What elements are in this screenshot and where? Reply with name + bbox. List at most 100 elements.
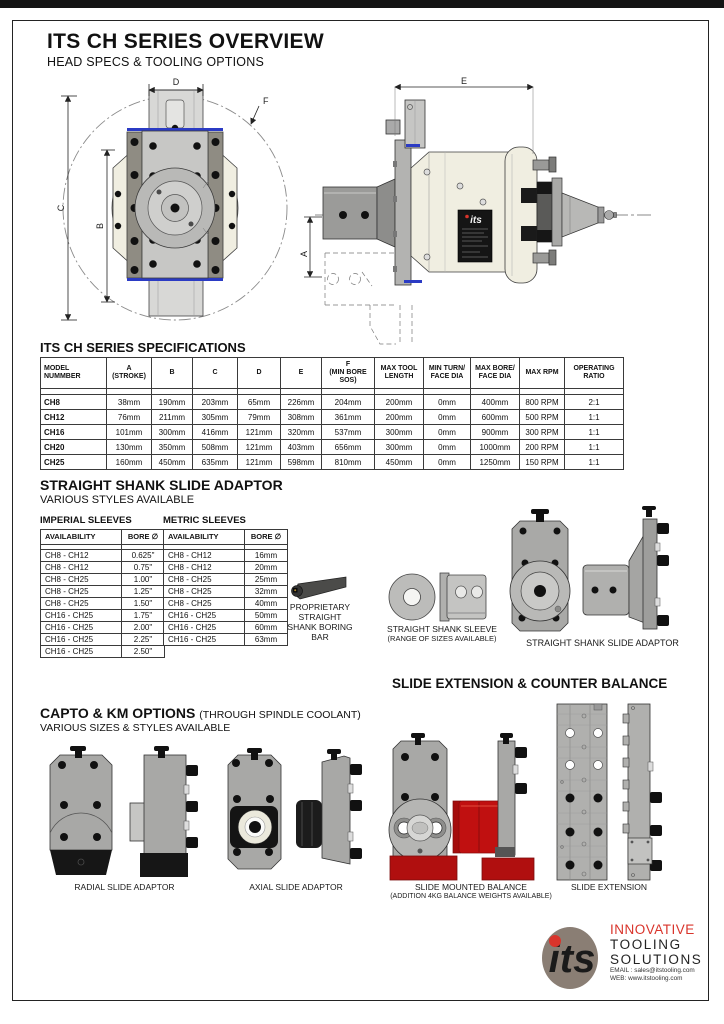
table-cell: CH16 - CH25: [40, 645, 122, 658]
slide-extension-heading: SLIDE EXTENSION & COUNTER BALANCE: [392, 676, 668, 691]
table-cell: CH8 - CH25: [163, 597, 245, 610]
capto-heading-note: (THROUGH SPINDLE COOLANT): [199, 709, 361, 721]
table-cell: 656mm: [321, 439, 375, 455]
dimension-d: [148, 84, 204, 96]
straight-shank-adaptor-caption: STRAIGHT SHANK SLIDE ADAPTOR: [526, 638, 679, 648]
slide-extension-image: [556, 703, 662, 881]
table-cell: 416mm: [192, 424, 238, 440]
table-cell: 121mm: [237, 424, 281, 440]
table-cell: 508mm: [192, 439, 238, 455]
table-cell: CH8 - CH25: [40, 597, 122, 610]
table-cell: CH8 - CH12: [40, 549, 122, 562]
column-header: F (MIN BORE SOS): [321, 357, 375, 389]
table-cell: 350mm: [151, 439, 193, 455]
side-view-drawing: its: [299, 76, 652, 345]
table-cell: 38mm: [106, 394, 152, 410]
table-cell: 1.50": [121, 597, 165, 610]
radial-adaptor-image: [49, 746, 198, 877]
specs-heading: ITS CH SERIES SPECIFICATIONS: [40, 340, 246, 355]
table-cell: CH8 - CH25: [163, 585, 245, 598]
table-cell: 320mm: [280, 424, 322, 440]
column-header: AVAILABILITY: [163, 529, 245, 545]
table-cell: 2.00": [121, 621, 165, 634]
radial-adaptor-caption: RADIAL SLIDE ADAPTOR: [74, 882, 175, 892]
table-cell: 0mm: [423, 424, 471, 440]
table-cell: 635mm: [192, 454, 238, 470]
footer-brand-block: INNOVATIVE TOOLING SOLUTIONS EMAIL : sal…: [610, 922, 702, 983]
column-header: E: [280, 357, 322, 389]
metric-sleeves-title: METRIC SLEEVES: [163, 515, 246, 526]
f-leader-line: [250, 105, 260, 125]
table-cell: CH16 - CH25: [40, 609, 122, 622]
table-cell: 1.75": [121, 609, 165, 622]
slide-extension-caption: SLIDE EXTENSION: [570, 882, 648, 892]
column-header: BORE ∅: [244, 529, 288, 545]
table-cell: CH20: [40, 439, 107, 455]
table-cell: 450mm: [151, 454, 193, 470]
dimension-c: [61, 95, 77, 321]
table-cell: 1:1: [564, 409, 624, 425]
table-cell: 308mm: [280, 409, 322, 425]
table-cell: 200mm: [374, 409, 424, 425]
table-cell: 900mm: [470, 424, 520, 440]
table-cell: 450mm: [374, 454, 424, 470]
table-cell: 200mm: [374, 394, 424, 410]
table-cell: 537mm: [321, 424, 375, 440]
table-cell: 361mm: [321, 409, 375, 425]
table-cell: 500 RPM: [519, 409, 565, 425]
slide-mounted-balance-image: [388, 733, 535, 881]
straight-shank-subheading: VARIOUS STYLES AVAILABLE: [40, 494, 195, 506]
logo-red-dot: [549, 935, 561, 947]
table-cell: 305mm: [192, 409, 238, 425]
face-plate-side: [504, 146, 538, 284]
column-header: AVAILABILITY: [40, 529, 122, 545]
column-header: MAX BORE/ FACE DIA: [470, 357, 520, 389]
table-cell: CH16 - CH25: [163, 633, 245, 646]
straight-shank-heading: STRAIGHT SHANK SLIDE ADAPTOR: [40, 477, 283, 493]
table-cell: CH16 - CH25: [163, 621, 245, 634]
table-cell: 203mm: [192, 394, 238, 410]
table-cell: CH8 - CH12: [163, 549, 245, 562]
hidden-detail-lines: [324, 252, 413, 345]
table-cell: CH12: [40, 409, 107, 425]
table-cell: 190mm: [151, 394, 193, 410]
table-cell: CH16: [40, 424, 107, 440]
sleeve-caption-line1: STRAIGHT SHANK SLEEVE: [387, 624, 497, 634]
table-cell: 1:1: [564, 454, 624, 470]
table-cell: 2.50": [121, 645, 165, 658]
column-header: BORE ∅: [121, 529, 165, 545]
dim-label-d: D: [173, 77, 180, 87]
center-bore: [170, 203, 180, 213]
column-header: MODEL NUMMBER: [40, 357, 107, 389]
blue-way-cover-bottom: [127, 278, 223, 281]
table-cell: 211mm: [151, 409, 193, 425]
table-cell: 130mm: [106, 439, 152, 455]
column-header: B: [151, 357, 193, 389]
dimension-b: [101, 149, 115, 303]
table-cell: 65mm: [237, 394, 281, 410]
table-cell: CH16 - CH25: [40, 621, 122, 634]
table-cell: 101mm: [106, 424, 152, 440]
table-cell: 1:1: [564, 424, 624, 440]
imperial-sleeves-title: IMPERIAL SLEEVES: [40, 515, 132, 526]
column-header: MAX TOOL LENGTH: [374, 357, 424, 389]
balance-caption-line1: SLIDE MOUNTED BALANCE: [415, 882, 527, 892]
table-cell: CH8 - CH12: [40, 561, 122, 574]
table-cell: 25mm: [244, 573, 288, 586]
table-cell: 300 RPM: [519, 424, 565, 440]
